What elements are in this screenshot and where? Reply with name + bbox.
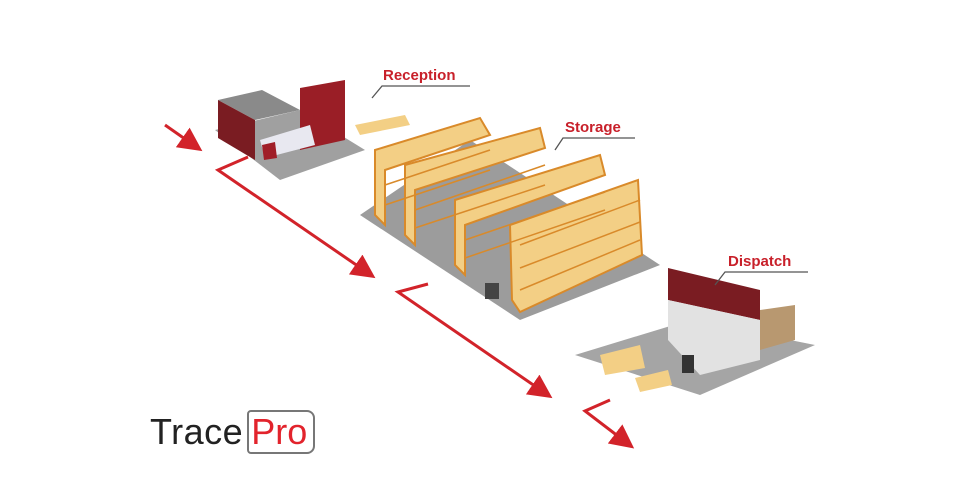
flow-arrow-in [164,123,203,152]
label-leaders [371,85,808,286]
flow-arrow-to-storage [214,155,376,279]
stage-label-storage: Storage [565,119,621,136]
tracepro-logo: Trace Pro [150,410,316,454]
stage-label-dispatch: Dispatch [728,253,792,270]
logo-text-trace: Trace [150,411,244,452]
reception-boxes [355,115,410,135]
flow-arrow-to-dispatch [394,282,553,399]
dispatch-truck [760,305,795,350]
dispatch-forklift [682,355,694,373]
stage-label-reception: Reception [383,67,456,84]
flow-arrow-out [582,398,635,449]
flow-arrows [164,123,635,449]
logo-text-pro: Pro [247,410,316,454]
reception-building [215,80,410,180]
dispatch-boxes [600,345,645,375]
dispatch-building [575,268,815,395]
storage-area [360,116,660,320]
storage-forklift [485,283,499,299]
